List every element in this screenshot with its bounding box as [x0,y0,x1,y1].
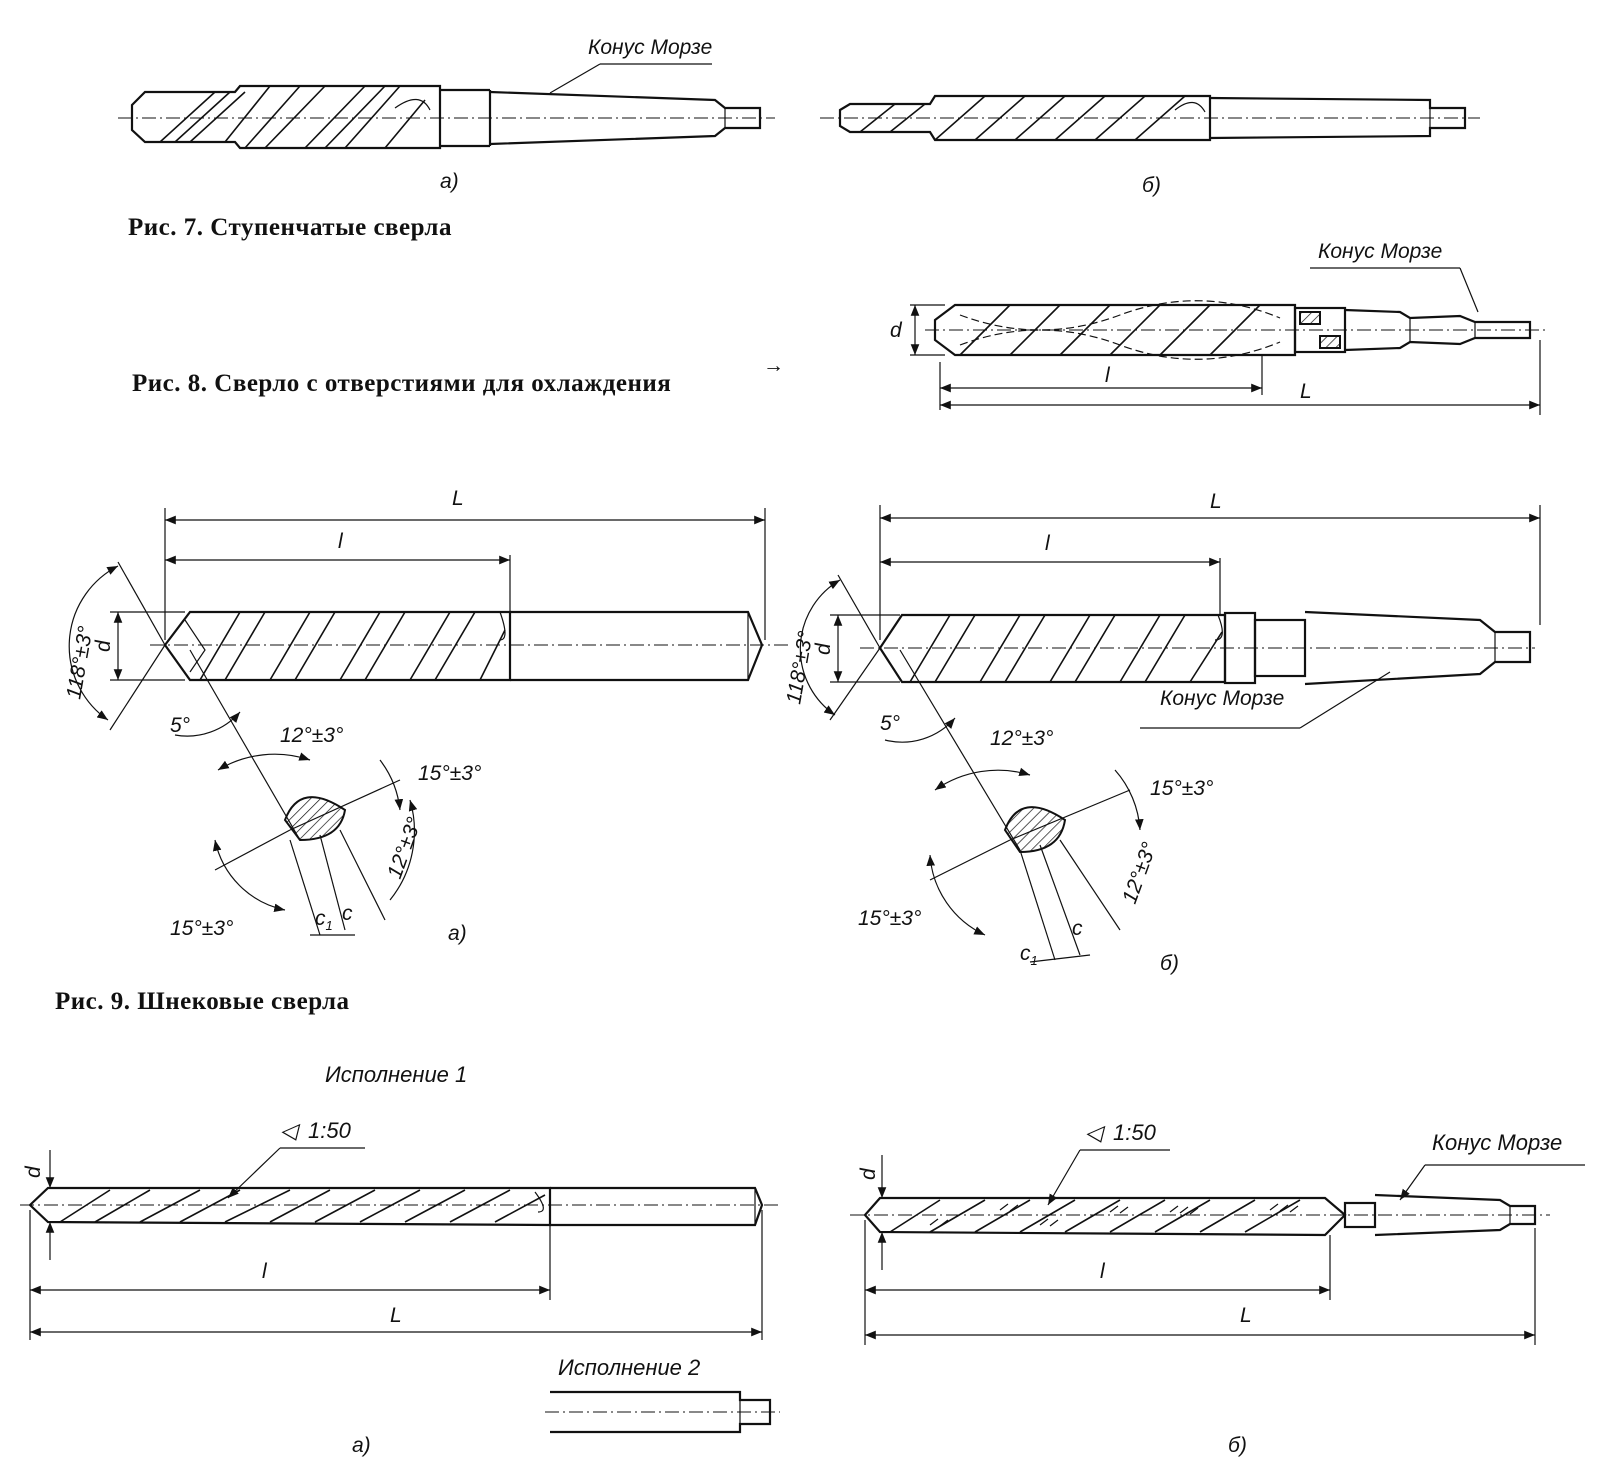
dim-L-fig9b: L [1210,490,1222,513]
fig10a-long-drill [20,1147,780,1434]
fig7a-stepped-drill [118,63,775,150]
fluted-body [838,94,1212,142]
figure-caption-8: Рис. 8. Сверло с отверстиями для охлажде… [132,370,672,397]
angle-12-side-fig9a: 12°±3° [383,814,426,881]
execution-1-label: Исполнение 1 [325,1062,467,1087]
dim-c1-fig9a: c1 [315,907,333,933]
variant-label-fig10b: б) [1228,1434,1247,1457]
dim-c1-fig9b: c1 [1020,942,1038,968]
angle-15-top-fig9b: 15°±3° [1150,777,1213,800]
dim-c-fig9a: c [342,902,353,925]
angle-12-fig9a: 12°±3° [280,724,343,747]
variant-label-fig7a: а) [440,170,459,193]
angle-15-top-fig9a: 15°±3° [418,762,481,785]
variant-label-fig7b: б) [1142,174,1161,197]
morse-taper-label-fig8: Конус Морзе [1318,240,1442,263]
morse-taper-shank [1374,1193,1537,1237]
fig9b-auger-drill [799,505,1541,963]
fluted-body [933,303,1297,357]
dim-L-fig9a: L [452,487,464,510]
taper-ratio-fig10b: 1:50 [1113,1120,1157,1145]
dim-c-fig9b: c [1072,917,1083,940]
dim-L-fig10b: L [1240,1304,1252,1327]
flute-runout [394,98,431,111]
fig8-coolant-drill [910,267,1545,415]
angle-12-fig9b: 12°±3° [990,727,1053,750]
dim-l-fig9a: l [338,530,344,553]
variant-label-fig10a: а) [352,1434,371,1457]
angle-5-fig9a: 5° [170,714,190,737]
flute-runout [1174,101,1206,113]
variant-label-fig9b: б) [1160,952,1179,975]
figure-caption-9: Рис. 9. Шнековые сверла [55,988,350,1015]
fig10b-long-drill [850,1149,1585,1345]
fluted-body [130,84,442,150]
taper-symbol-fig10b: ◁ [1085,1120,1106,1145]
dim-l-fig9b: l [1045,532,1051,555]
dim-l-fig10b: l [1100,1260,1106,1283]
taper-ratio-fig10a: 1:50 [308,1118,352,1143]
execution-2-label: Исполнение 2 [558,1355,700,1380]
angle-5-fig9b: 5° [880,712,900,735]
taper-symbol-fig10a: ◁ [280,1118,301,1143]
fluted-body [28,1186,552,1227]
morse-taper-label-fig9b: Конус Морзе [1160,687,1284,710]
angle-12-side-fig9b: 12°±3° [1118,839,1161,906]
morse-taper-label-fig10b: Конус Морзе [1432,1130,1562,1155]
angle-15-bottom-fig9b: 15°±3° [858,907,921,930]
morse-taper-shank [1344,308,1532,352]
dim-d-fig10a: d [22,1165,45,1178]
leader-line [549,63,601,94]
dim-l-fig8: l [1105,364,1111,387]
dim-L-fig10a: L [390,1304,402,1327]
fig9a-auger-drill [68,508,790,936]
dim-L-fig8: L [1300,380,1312,403]
cylindrical-shank [550,1186,764,1227]
dim-l-fig10a: l [262,1260,268,1283]
angle-118-fig9a: 118°±3° [62,625,97,701]
arrow-mark: → [763,354,784,377]
angle-118-fig9b: 118°±3° [782,630,817,706]
dim-d-fig10b: d [857,1167,880,1180]
morse-taper-shank [489,90,762,146]
cylindrical-shank [510,610,764,682]
angle-15-bottom-fig9a: 15°±3° [170,917,233,940]
dim-d-fig9b: d [812,642,835,655]
morse-taper-shank [1304,610,1532,686]
dim-d-fig8: d [890,319,903,342]
fluted-body [163,610,512,682]
fig7b-stepped-drill [820,94,1480,142]
variant-label-fig9a: а) [448,922,467,945]
morse-taper-label-fig7a: Конус Морзе [588,36,712,59]
figure-caption-7: Рис. 7. Ступенчатые сверла [128,214,452,241]
coolant-collar [1293,306,1347,354]
cylindrical-shank [1209,96,1467,140]
dim-d-fig9a: d [92,639,115,652]
